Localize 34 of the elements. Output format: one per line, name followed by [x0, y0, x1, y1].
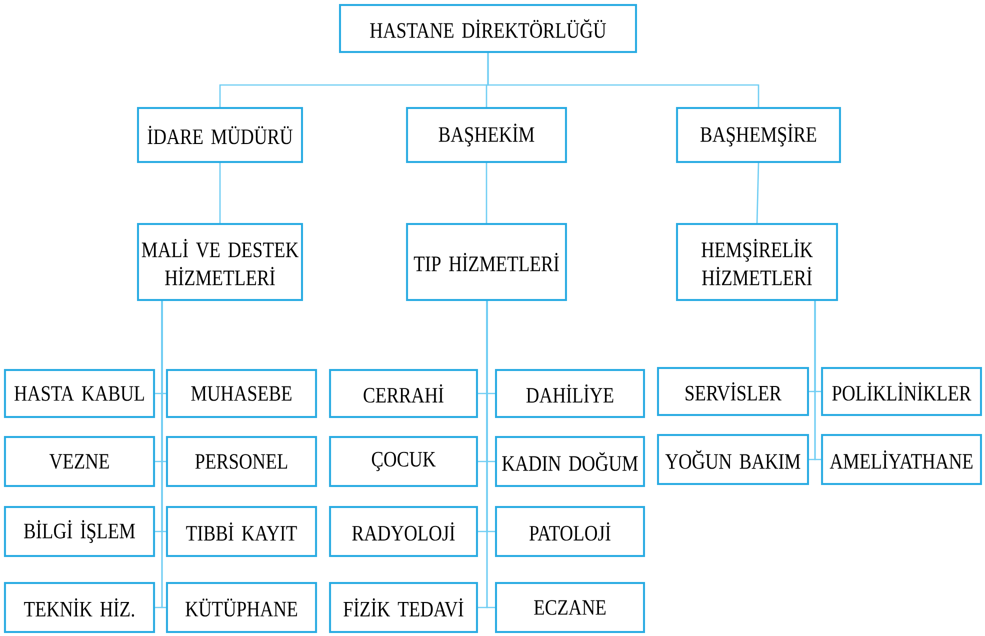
connector-line — [487, 52, 760, 107]
org-box: BİLGİ İŞLEM — [4, 506, 156, 558]
org-box: TIBBİ KAYIT — [166, 506, 318, 558]
connector-line — [814, 301, 822, 460]
org-box: AMELİYATHANE — [821, 434, 982, 486]
org-box: KÜTÜPHANE — [166, 582, 318, 634]
org-box: MALİ VE DESTEK HİZMETLERİ — [137, 223, 303, 301]
connector-line — [219, 163, 221, 223]
org-box: PERSONEL — [166, 436, 318, 488]
org-box: ECZANE — [495, 582, 645, 634]
org-box: BAŞHEMŞİRE — [676, 107, 841, 163]
org-box: DAHİLİYE — [495, 369, 645, 418]
org-box: HASTA KABUL — [4, 369, 156, 418]
org-box: FİZİK TEDAVİ — [329, 582, 478, 634]
org-box: RADYOLOJİ — [329, 506, 478, 558]
org-box: TIP HİZMETLERİ — [406, 223, 567, 301]
org-box: HASTANE DİREKTÖRLÜĞÜ — [339, 4, 637, 53]
connector-line — [756, 162, 760, 224]
connector-line — [161, 301, 166, 608]
org-box: PATOLOJİ — [495, 506, 645, 558]
org-box: HEMŞİRELİK HİZMETLERİ — [676, 223, 838, 301]
connector-line — [486, 163, 488, 223]
org-box: YOĞUN BAKIM — [657, 434, 809, 486]
connector-line — [486, 301, 495, 608]
org-box: CERRAHİ — [329, 369, 478, 418]
org-box: ÇOCUK — [329, 436, 478, 488]
org-box: TEKNİK HİZ. — [4, 582, 156, 634]
org-box: BAŞHEKİM — [406, 107, 567, 163]
org-box: KADIN DOĞUM — [495, 436, 645, 488]
org-box: İDARE MÜDÜRÜ — [137, 107, 303, 163]
org-box: VEZNE — [4, 436, 156, 488]
org-box: MUHASEBE — [166, 369, 318, 418]
org-box: SERVİSLER — [657, 367, 809, 416]
org-box: POLİKLİNİKLER — [821, 367, 982, 416]
